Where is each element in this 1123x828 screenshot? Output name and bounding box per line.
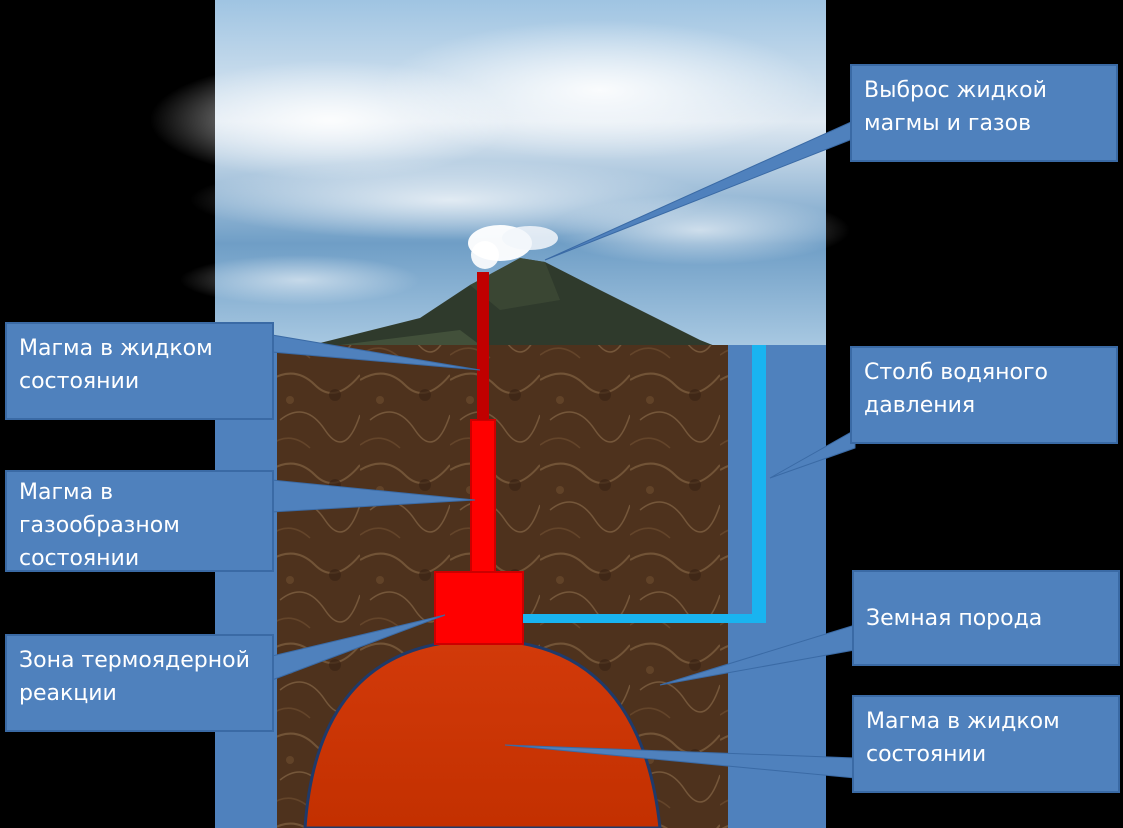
fusion-zone-block <box>434 571 524 645</box>
gaseous-magma-column <box>470 419 496 573</box>
left-rock-frame <box>215 345 277 828</box>
liquid-magma-vent <box>477 272 489 420</box>
eruption-plume <box>468 225 558 269</box>
right-rock-frame <box>728 345 826 828</box>
label-fusion-zone: Зона термоядерной реакции <box>5 634 274 732</box>
label-eruption: Выброс жидкой магмы и газов <box>850 64 1118 162</box>
label-liquid-magma-bottom: Магма в жидком состоянии <box>852 695 1120 793</box>
label-water-column: Столб водяного давления <box>850 346 1118 444</box>
label-rock: Земная порода <box>852 570 1120 666</box>
water-pressure-pipe <box>523 345 766 623</box>
sky-photo <box>150 0 850 348</box>
label-gaseous-magma: Магма в газообразном состоянии <box>5 470 274 572</box>
label-liquid-magma-top: Магма в жидком состоянии <box>5 322 274 420</box>
volcano-mountain <box>300 258 720 348</box>
